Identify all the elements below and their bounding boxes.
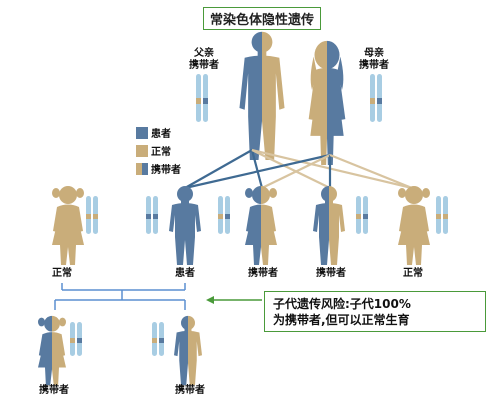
grandchild-2-figure: [152, 316, 202, 385]
grandchild-2-label: 携带者: [175, 385, 205, 396]
child-3-label: 携带者: [248, 268, 278, 279]
legend-swatch-normal: [136, 144, 148, 157]
offspring-bracket: [54, 283, 186, 310]
legend-label-carrier: 携带者: [151, 165, 181, 176]
risk-note-box: 子代遗传风险:子代100% 为携带者,但可以正常生育: [264, 291, 486, 332]
child-1-label: 正常: [52, 268, 72, 279]
diagram-title: 常染色体隐性遗传: [203, 7, 321, 30]
child-3-figure: [218, 186, 277, 265]
father-figure: [239, 32, 284, 160]
grandchild-1-figure: [38, 316, 82, 385]
risk-note-line1: 子代遗传风险:子代100%: [273, 297, 411, 311]
legend-item-carrier: 携带者: [136, 161, 181, 176]
mother-label-line1: 母亲: [364, 48, 384, 59]
child-4-figure: [313, 186, 368, 265]
child-5-figure: [398, 186, 448, 265]
father-chromosomes: [196, 74, 208, 122]
child-5-label: 正常: [403, 268, 423, 279]
grandchild-1-label: 携带者: [39, 385, 69, 396]
child-2-label: 患者: [175, 268, 195, 279]
mother-label: 母亲 携带者: [356, 48, 392, 72]
risk-note-line2: 为携带者,但可以正常生育: [273, 313, 410, 327]
child-4-label: 携带者: [316, 268, 346, 279]
father-label-line1: 父亲: [194, 48, 214, 59]
mother-chromosomes: [370, 74, 382, 122]
mother-figure: [309, 41, 346, 165]
legend-label-normal: 正常: [151, 147, 171, 158]
father-label-line2: 携带者: [189, 60, 219, 71]
legend-swatch-carrier: [136, 162, 148, 175]
legend: 患者 正常 携带者: [136, 125, 181, 176]
legend-item-affected: 患者: [136, 125, 181, 140]
mother-label-line2: 携带者: [359, 60, 389, 71]
inheritance-lines: [184, 148, 413, 190]
father-label: 父亲 携带者: [186, 48, 222, 72]
risk-arrow: [206, 296, 262, 304]
legend-item-normal: 正常: [136, 143, 181, 158]
legend-label-affected: 患者: [151, 129, 171, 140]
child-1-figure: [52, 186, 98, 265]
child-2-figure: [146, 186, 201, 265]
legend-swatch-affected: [136, 126, 148, 139]
